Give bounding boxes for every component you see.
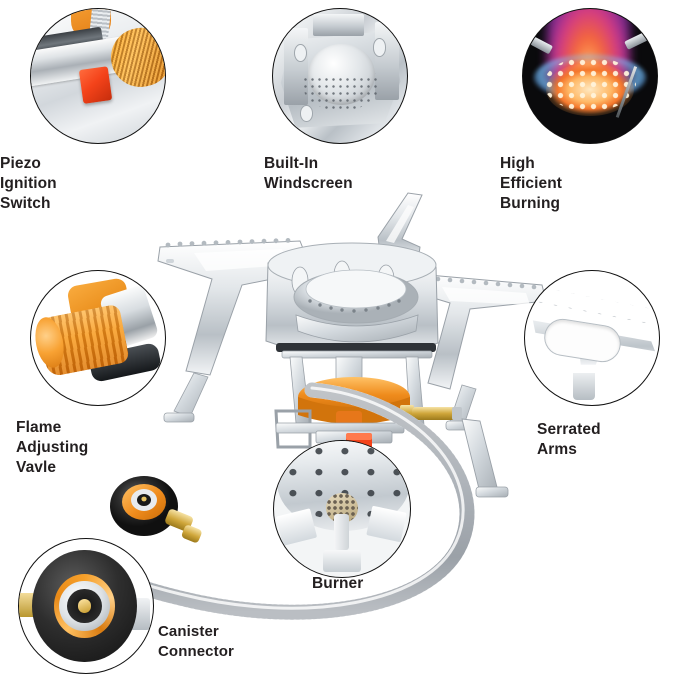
windscreen-wall-top	[313, 14, 365, 36]
high-efficient-burning-label: High Efficient Burning	[500, 155, 563, 212]
arm-foot-shape	[573, 372, 595, 400]
burner-center-post	[333, 514, 349, 550]
piezo-ignition-switch-label: Piezo Ignition Switch	[0, 155, 57, 212]
red-ignition-button-shape	[78, 66, 113, 104]
piezo-ignition-switch-photo	[30, 8, 166, 144]
mount-hole-2	[372, 38, 386, 57]
burner-label: Burner	[312, 575, 364, 592]
mount-hole-3	[299, 104, 313, 122]
built-in-windscreen-label: Built-In Windscreen	[264, 155, 353, 192]
canister-connector-label: Canister Connector	[158, 623, 234, 660]
built-in-windscreen-photo	[272, 8, 408, 144]
mid-frame-plate	[276, 343, 436, 359]
serrated-arms-label: Serrated Arms	[537, 421, 601, 458]
knurled-knob-shape	[105, 21, 165, 93]
arm-cutout-hole	[541, 316, 624, 365]
canister-connector-photo	[18, 538, 154, 674]
high-efficient-burning-photo	[522, 8, 658, 144]
mount-hole-1	[294, 43, 308, 62]
pot-support-leg-rear-right	[461, 418, 509, 498]
support-vane-right	[366, 505, 408, 543]
canister-connector-part-illustration	[96, 470, 236, 580]
burner-base-bracket	[322, 549, 362, 572]
serrated-arms-photo	[524, 270, 660, 406]
flame-adjusting-vavle-label: Flame Adjusting Vavle	[16, 419, 89, 476]
flame-adjusting-vavle-photo	[30, 270, 166, 406]
burner-head	[293, 269, 419, 343]
burner-photo	[273, 440, 411, 578]
brass-valve-pin	[77, 599, 92, 613]
